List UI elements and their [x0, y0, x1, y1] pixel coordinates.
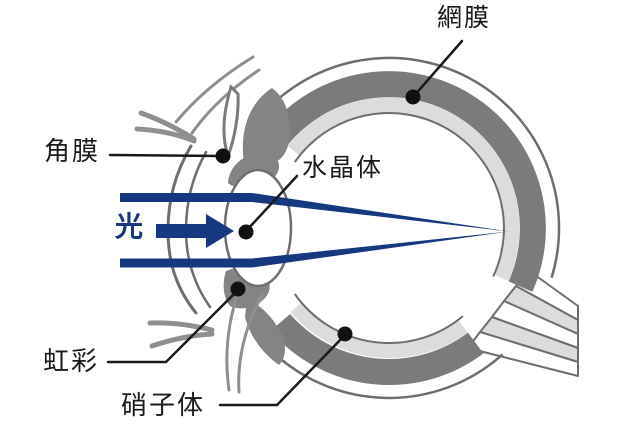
leader-line-retina [411, 39, 464, 99]
label-light: 光 [115, 211, 144, 242]
retina-ring [287, 97, 520, 282]
sclera-outer-outline [255, 56, 561, 279]
leader-lines [106, 39, 464, 407]
lower-eyelash [147, 320, 215, 333]
retina-ring [290, 302, 468, 358]
light-path [120, 193, 509, 268]
label-cornea: 角膜 [44, 136, 101, 166]
lens [223, 168, 293, 288]
upper-eyelash [134, 126, 197, 144]
label-retina: 網膜 [437, 4, 492, 32]
label-iris: 虹彩 [43, 346, 100, 376]
label-dot-iris [230, 281, 246, 297]
label-dot-lens [238, 224, 254, 240]
upper-eyelid-line [174, 55, 255, 124]
leader-line-cornea [108, 153, 223, 158]
choroid-ring [267, 71, 546, 292]
lower-eyelid-line [237, 293, 264, 394]
upper-eyelid-flap [222, 84, 240, 161]
light-ray-bottom [120, 231, 509, 268]
label-dot-vitreous [337, 326, 353, 342]
eyelids [134, 55, 264, 394]
ciliary-body-upper [242, 88, 290, 164]
sclera-outer-outline [259, 338, 504, 400]
retina-inner-outline [293, 293, 464, 344]
light-arrow [156, 214, 234, 248]
leader-line-vitreous [218, 333, 347, 407]
label-dot-cornea [215, 148, 231, 164]
lower-eyelash [149, 331, 215, 349]
leader-line-iris [106, 288, 240, 364]
upper-eyelid-line [190, 68, 261, 135]
label-lens: 水晶体 [302, 154, 384, 182]
label-vitreous: 硝子体 [121, 390, 206, 420]
leader-line-lens [245, 174, 299, 232]
label-dots [215, 89, 421, 342]
ciliary-body-lower [245, 299, 285, 365]
choroid-ring [270, 313, 484, 385]
upper-eyelash [138, 110, 197, 142]
lower-eyelid-line [225, 285, 242, 392]
label-dot-retina [405, 89, 421, 105]
optic-nerve [467, 269, 579, 377]
retina-inner-outline [293, 112, 505, 278]
light-ray-top [120, 193, 509, 232]
